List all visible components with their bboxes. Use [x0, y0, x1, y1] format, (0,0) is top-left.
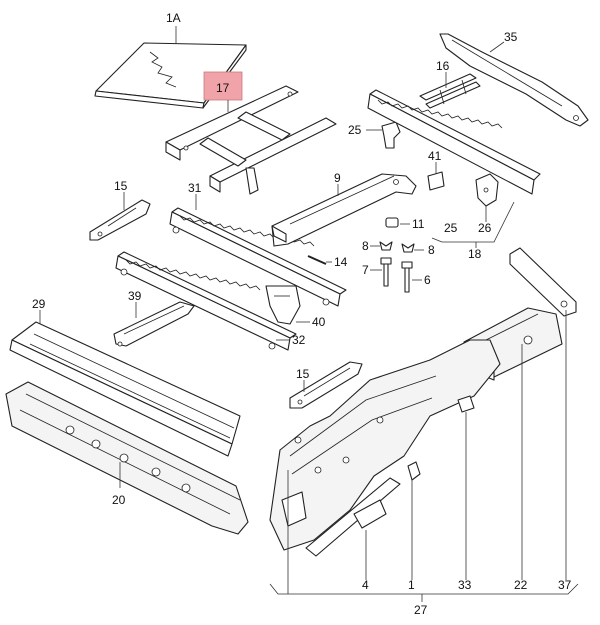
callout-11-label: 11 [412, 217, 425, 231]
callout-16-label: 16 [436, 59, 450, 73]
callout-25-lower-label: 25 [444, 221, 458, 235]
callout-8-left: 8 [362, 239, 380, 253]
callout-16: 16 [436, 59, 450, 88]
part-26-bracket[interactable] [475, 173, 499, 207]
part-11-nut[interactable] [385, 217, 399, 228]
callout-22: 22 [514, 344, 528, 592]
callout-9-label: 9 [334, 171, 341, 185]
callout-39: 39 [128, 289, 142, 318]
callout-11: 11 [400, 217, 425, 231]
callout-9: 9 [334, 171, 341, 196]
callout-14-label: 14 [334, 255, 348, 269]
callout-1a-label: 1A [166, 11, 181, 25]
callout-27-bracket: 27 [269, 470, 579, 617]
callout-15-upper: 15 [114, 179, 128, 210]
callout-35: 35 [489, 30, 518, 53]
callout-37: 37 [558, 310, 572, 592]
part-32-long-rail[interactable] [115, 251, 297, 351]
callout-32: 32 [276, 333, 306, 347]
callout-39-label: 39 [128, 289, 142, 303]
part-25-clip-upper[interactable] [381, 121, 401, 149]
part-20-sill-member[interactable] [5, 381, 249, 535]
part-40-bracket[interactable] [265, 285, 301, 325]
callout-7: 7 [362, 263, 382, 277]
callout-33-label: 33 [458, 578, 472, 592]
part-37-front-bracket[interactable] [509, 247, 577, 317]
callout-15-upper-label: 15 [114, 179, 128, 193]
part-29-sill-rail[interactable] [9, 321, 241, 457]
callout-8-left-label: 8 [362, 239, 369, 253]
part-8-clip-right[interactable] [401, 243, 415, 253]
part-31-long-rail[interactable] [169, 207, 347, 307]
part-33-block[interactable] [457, 395, 475, 413]
part-15-bracket-upper[interactable] [89, 199, 151, 241]
part-35-upper-rail[interactable] [439, 33, 589, 127]
callout-20: 20 [112, 462, 126, 507]
callout-40: 40 [296, 315, 326, 329]
callout-29-label: 29 [32, 297, 46, 311]
callout-4-label: 4 [362, 578, 369, 592]
callout-20-label: 20 [112, 493, 126, 507]
callout-41: 41 [428, 149, 442, 174]
callout-6: 6 [412, 273, 431, 287]
callout-25-upper-label: 25 [348, 123, 362, 137]
callout-14: 14 [326, 255, 348, 269]
callout-26: 26 [478, 206, 492, 235]
callout-6-label: 6 [424, 273, 431, 287]
callout-29: 29 [32, 297, 46, 324]
callout-7-label: 7 [362, 263, 369, 277]
part-17-cross-frame[interactable] [165, 85, 337, 195]
part-16-bracket[interactable] [419, 73, 481, 109]
callout-1a: 1A [166, 11, 181, 44]
part-39-bracket[interactable] [113, 301, 195, 347]
callout-8-right: 8 [414, 243, 435, 257]
callout-25-lower: 25 [444, 221, 458, 235]
callout-31-label: 31 [188, 181, 202, 195]
part-15-bracket-lower[interactable] [289, 361, 363, 409]
part-7-bolt[interactable] [380, 257, 392, 287]
callout-35-label: 35 [504, 30, 518, 44]
part-1-clip[interactable] [407, 461, 421, 481]
callout-1: 1 [408, 480, 415, 592]
callout-1-label: 1 [408, 578, 415, 592]
callout-41-label: 41 [428, 149, 442, 163]
part-18-side-rail[interactable] [367, 89, 541, 195]
callout-25-upper: 25 [348, 123, 382, 137]
callout-31: 31 [188, 181, 202, 210]
part-4-lower-member[interactable] [305, 477, 401, 557]
callout-27-label: 27 [414, 603, 428, 617]
callout-18-label: 18 [468, 247, 482, 261]
callout-4: 4 [362, 530, 369, 592]
part-8-clip-left[interactable] [379, 241, 393, 251]
callout-40-label: 40 [312, 315, 326, 329]
callout-15-lower: 15 [296, 367, 310, 392]
callout-22-label: 22 [514, 578, 528, 592]
part-41-plate[interactable] [427, 171, 445, 191]
part-6-bolt[interactable] [401, 261, 413, 293]
callout-26-label: 26 [478, 221, 492, 235]
callout-15-lower-label: 15 [296, 367, 310, 381]
callout-8-right-label: 8 [428, 243, 435, 257]
callout-37-label: 37 [558, 578, 572, 592]
callout-17-highlight: 17 [203, 71, 243, 112]
part-9-diagonal-member[interactable] [271, 173, 417, 247]
callout-18-bracket: 18 [431, 201, 515, 261]
part-14-pin[interactable] [307, 255, 327, 265]
callout-33: 33 [458, 412, 472, 592]
callout-32-label: 32 [292, 333, 306, 347]
callout-17-label: 17 [216, 81, 230, 95]
